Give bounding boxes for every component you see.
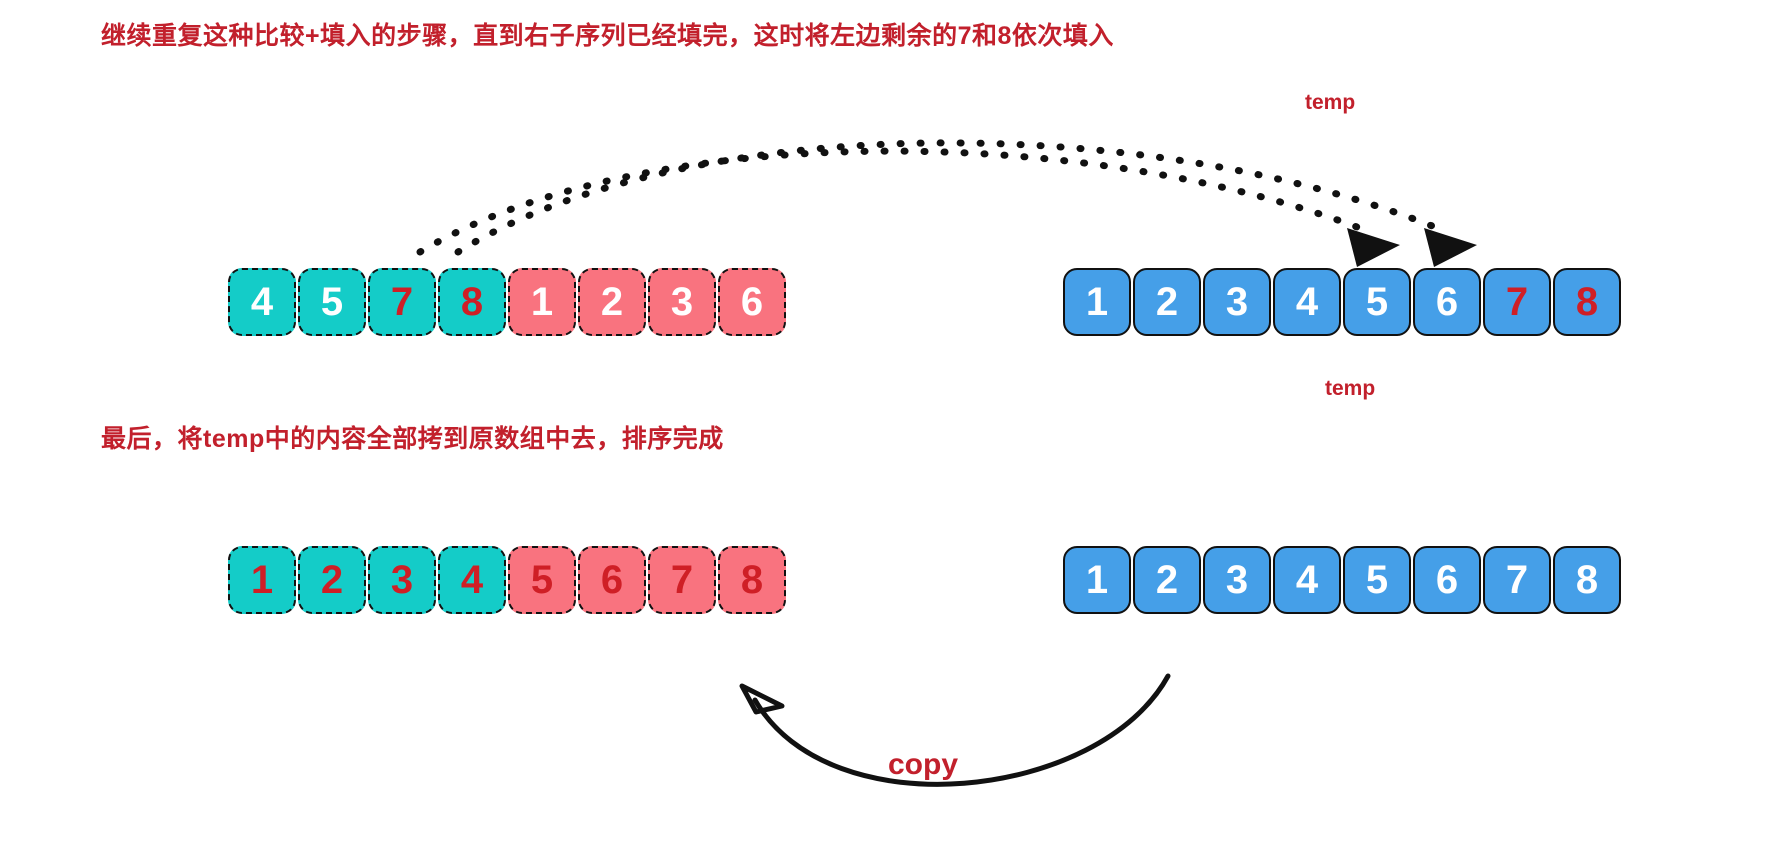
copy-arrow-label: copy [888,748,959,781]
array-cell-value: 4 [1295,280,1319,324]
temp-array-complete: 1 2 3 4 5 6 7 8 [1063,546,1621,614]
array-cell: 3 [1203,268,1271,336]
array-cell: 1 [508,268,576,336]
array-cell-value: 5 [530,558,554,602]
array-cell: 3 [368,546,436,614]
temp-array-filling: 1 2 3 4 5 6 7 8 [1063,268,1621,336]
array-cell: 2 [298,546,366,614]
array-cell-value: 7 [1505,280,1529,324]
arrowhead-seven-icon [1347,228,1400,267]
array-cell-value: 4 [460,558,484,602]
temp-label-bottom: temp [1325,377,1376,400]
caption-step-description: 继续重复这种比较+填入的步骤，直到右子序列已经填完，这时将左边剩余的7和8依次填… [101,22,1114,50]
array-cell: 6 [1413,546,1481,614]
array-cell: 4 [1273,268,1341,336]
array-cell-value: 5 [1365,558,1389,602]
array-cell: 6 [1413,268,1481,336]
array-cell-value: 4 [250,280,274,324]
array-cell-value: 7 [390,280,414,324]
array-cell: 5 [298,268,366,336]
array-cell: 6 [578,546,646,614]
array-cell: 4 [1273,546,1341,614]
array-cell-value: 1 [1085,558,1109,602]
array-cell-value: 7 [1505,558,1529,602]
array-cell: 3 [648,268,716,336]
array-cell-value: 8 [1575,280,1599,324]
array-cell-value: 2 [600,280,624,324]
array-cell: 4 [438,546,506,614]
array-cell-value: 4 [1295,558,1319,602]
array-cell-value: 6 [1435,558,1459,602]
copy-arrow-curve-icon [752,673,1171,787]
array-cell: 8 [438,268,506,336]
array-cell: 2 [578,268,646,336]
array-cell: 4 [228,268,296,336]
array-cell-value: 2 [320,558,344,602]
copy-arrowhead-icon [739,683,785,715]
source-array-step-final: 4 5 7 8 1 2 3 6 [228,268,786,336]
array-cell-value: 3 [1225,280,1249,324]
array-cell: 8 [718,546,786,614]
array-cell: 6 [718,268,786,336]
array-cell-value: 3 [670,280,694,324]
array-cell: 1 [1063,268,1131,336]
array-cell-value: 1 [250,558,274,602]
dotted-arc-seven-icon [416,147,1374,256]
array-cell: 5 [508,546,576,614]
array-cell: 8 [1553,546,1621,614]
array-cell-value: 5 [320,280,344,324]
temp-label-top: temp [1305,91,1356,114]
array-cell: 3 [1203,546,1271,614]
array-cell: 2 [1133,268,1201,336]
array-cell: 7 [648,546,716,614]
array-cell-value: 3 [390,558,414,602]
array-cell-value: 6 [600,558,624,602]
array-cell: 5 [1343,546,1411,614]
array-cell-value: 1 [1085,280,1109,324]
array-cell: 5 [1343,268,1411,336]
caption-copy-description: 最后，将temp中的内容全部拷到原数组中去，排序完成 [101,425,724,453]
arrowhead-eight-icon [1424,228,1477,267]
array-cell-value: 7 [670,558,694,602]
array-cell-value: 5 [1365,280,1389,324]
array-cell-value: 8 [740,558,764,602]
dotted-arc-eight-icon [454,139,1451,256]
array-cell: 7 [368,268,436,336]
array-cell: 1 [228,546,296,614]
array-cell: 1 [1063,546,1131,614]
array-cell: 7 [1483,268,1551,336]
array-cell-value: 6 [740,280,764,324]
array-cell-value: 2 [1155,280,1179,324]
array-cell-value: 6 [1435,280,1459,324]
array-cell: 8 [1553,268,1621,336]
source-array-sorted: 1 2 3 4 5 6 7 8 [228,546,786,614]
array-cell-value: 2 [1155,558,1179,602]
array-cell-value: 1 [530,280,554,324]
array-cell: 2 [1133,546,1201,614]
array-cell-value: 3 [1225,558,1249,602]
array-cell-value: 8 [1575,558,1599,602]
array-cell-value: 8 [460,280,484,324]
array-cell: 7 [1483,546,1551,614]
